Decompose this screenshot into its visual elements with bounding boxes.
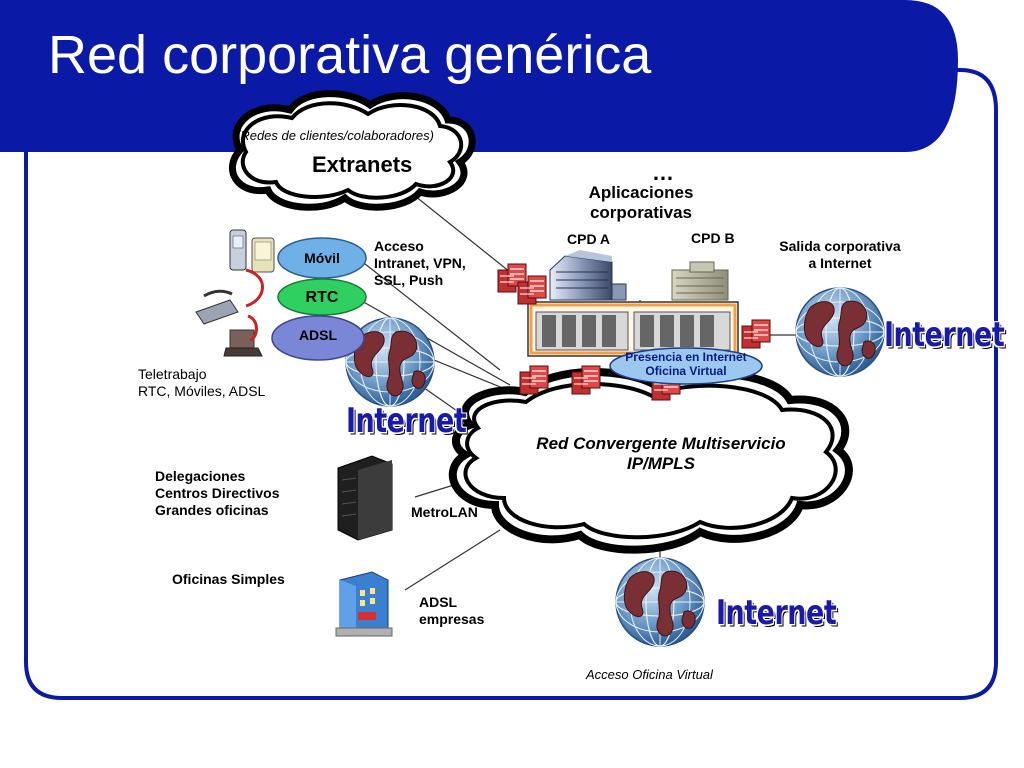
- cpd-b-label: CPD B: [691, 230, 735, 246]
- apps-title-line1: Aplicaciones: [588, 183, 694, 202]
- acceso-line1: Acceso: [374, 238, 424, 254]
- acceso-line3: SSL, Push: [374, 271, 444, 288]
- page-title: Red corporativa genérica: [48, 25, 652, 85]
- datacenter-rack: [527, 301, 739, 357]
- core-label: Red Convergente Multiservicio IP/MPLS: [496, 434, 826, 475]
- presencia-line2: Oficina Virtual: [645, 364, 727, 379]
- acceso-line2: Intranet, VPN,: [374, 254, 466, 271]
- adsl-empresas-line1: ADSL: [419, 594, 458, 610]
- rtc-label: RTC: [305, 289, 339, 306]
- access-cloud-movil: [277, 237, 367, 279]
- internet-label-teletrabajo: Internet: [346, 402, 467, 441]
- core-line1: Red Convergente Multiservicio: [536, 434, 786, 453]
- adsl-empresas-label: ADSL empresas: [419, 594, 484, 628]
- apps-title: Aplicaciones corporativas: [570, 183, 712, 224]
- cpd-a-label: CPD A: [567, 231, 611, 247]
- delegaciones-label: Delegaciones Centros Directivos Grandes …: [155, 468, 279, 518]
- extranet-label: Extranets: [312, 152, 413, 177]
- acceso-label: Acceso Intranet, VPN, SSL, Push: [374, 238, 466, 288]
- apps-title-line2: corporativas: [589, 203, 693, 223]
- presencia-label: Presencia en Internet Oficina Virtual: [610, 350, 762, 379]
- teletrabajo-label: Teletrabajo RTC, Móviles, ADSL: [138, 366, 265, 400]
- pda-icon: [251, 237, 275, 273]
- acceso-oficina-virtual-label: Acceso Oficina Virtual: [586, 667, 713, 682]
- metrolan-label: MetroLAN: [411, 504, 478, 520]
- presencia-internet-bubble: [609, 347, 763, 385]
- teletrabajo-line1: Teletrabajo: [138, 366, 207, 382]
- small-office-icon: [335, 571, 393, 637]
- globe-icon-oficina-virtual: [615, 557, 705, 647]
- delegaciones-line2: Centros Directivos: [155, 484, 280, 501]
- globe-icon-salida: [795, 287, 885, 377]
- salida-line2: a Internet: [808, 254, 872, 271]
- internet-label-salida: Internet: [884, 316, 1005, 355]
- extranet-cloud: [228, 90, 476, 211]
- internet-label-oficina: Internet: [716, 594, 837, 633]
- title-banner: [0, 0, 958, 152]
- laptop-icon: [223, 314, 263, 357]
- access-cloud-rtc: [277, 278, 367, 316]
- cpd-a-building: [549, 250, 627, 301]
- salida-label: Salida corporativa a Internet: [760, 238, 920, 272]
- cpd-b-building: [671, 261, 729, 301]
- delegaciones-line3: Grandes oficinas: [155, 501, 269, 518]
- delegaciones-line1: Delegaciones: [155, 468, 246, 484]
- core-cloud: [448, 367, 853, 554]
- ellipsis-label: …: [652, 160, 674, 185]
- adsl-label: ADSL: [298, 327, 338, 343]
- salida-line1: Salida corporativa: [779, 238, 901, 254]
- router-icon-salida: [741, 319, 771, 349]
- mobile-phone-icon: [229, 229, 247, 271]
- presencia-line1: Presencia en Internet: [625, 350, 747, 364]
- telephone-icon: [195, 268, 264, 325]
- oficinas-simples-label: Oficinas Simples: [172, 571, 285, 587]
- slide-frame: [24, 68, 998, 700]
- extranet-subtitle: (Redes de clientes/colaboradores): [236, 128, 434, 143]
- movil-label: Móvil: [304, 250, 340, 266]
- office-tower-icon: [337, 455, 393, 541]
- adsl-empresas-line2: empresas: [419, 610, 485, 627]
- access-cloud-adsl: [271, 315, 365, 361]
- core-line2: IP/MPLS: [626, 454, 695, 474]
- teletrabajo-line2: RTC, Móviles, ADSL: [138, 382, 266, 399]
